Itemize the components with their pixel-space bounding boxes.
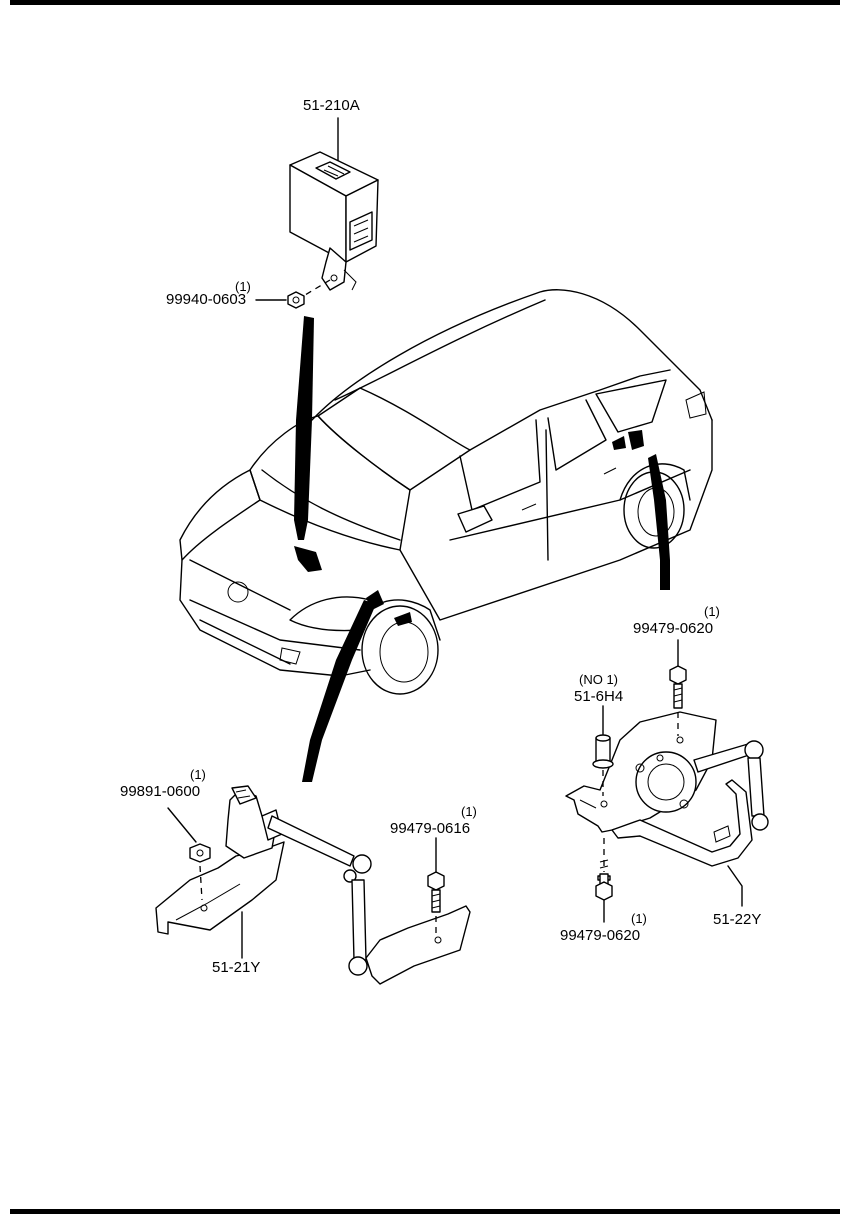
nut-left-code-label[interactable]: 99891-0600 (120, 783, 201, 800)
nut-left-qty-label: (1) (190, 767, 206, 782)
rear-sensor-code-label[interactable]: 51-22Y (713, 911, 762, 928)
top-border (10, 0, 840, 5)
bolt-rear-bottom-code-label[interactable]: 99479-0620 (560, 927, 641, 944)
nut-front-part[interactable] (255, 291, 305, 309)
bolt-rear-top-qty-label: (1) (704, 604, 720, 619)
vehicle-outline (179, 289, 713, 695)
rear-height-sensor-part[interactable] (565, 639, 769, 923)
control-unit-code-label[interactable]: 51-210A (303, 97, 360, 114)
bolt-front-link-code-label[interactable]: 99479-0616 (390, 820, 471, 837)
front-sensor-code-label[interactable]: 51-21Y (212, 959, 261, 976)
bottom-border (10, 1209, 840, 1214)
bolt-front-link-qty-label: (1) (461, 804, 477, 819)
bolt-rear-bottom-qty-label: (1) (631, 911, 647, 926)
clip-note-label: (NO 1) (579, 672, 618, 687)
front-height-sensor-part[interactable] (155, 785, 471, 985)
nut-front-qty-label: (1) (235, 279, 251, 294)
nut-front-code-label[interactable]: 99940-0603 (166, 291, 247, 308)
bolt-rear-top-code-label[interactable]: 99479-0620 (633, 620, 714, 637)
control-unit-part[interactable] (289, 117, 379, 299)
clip-code-label[interactable]: 51-6H4 (574, 688, 624, 705)
